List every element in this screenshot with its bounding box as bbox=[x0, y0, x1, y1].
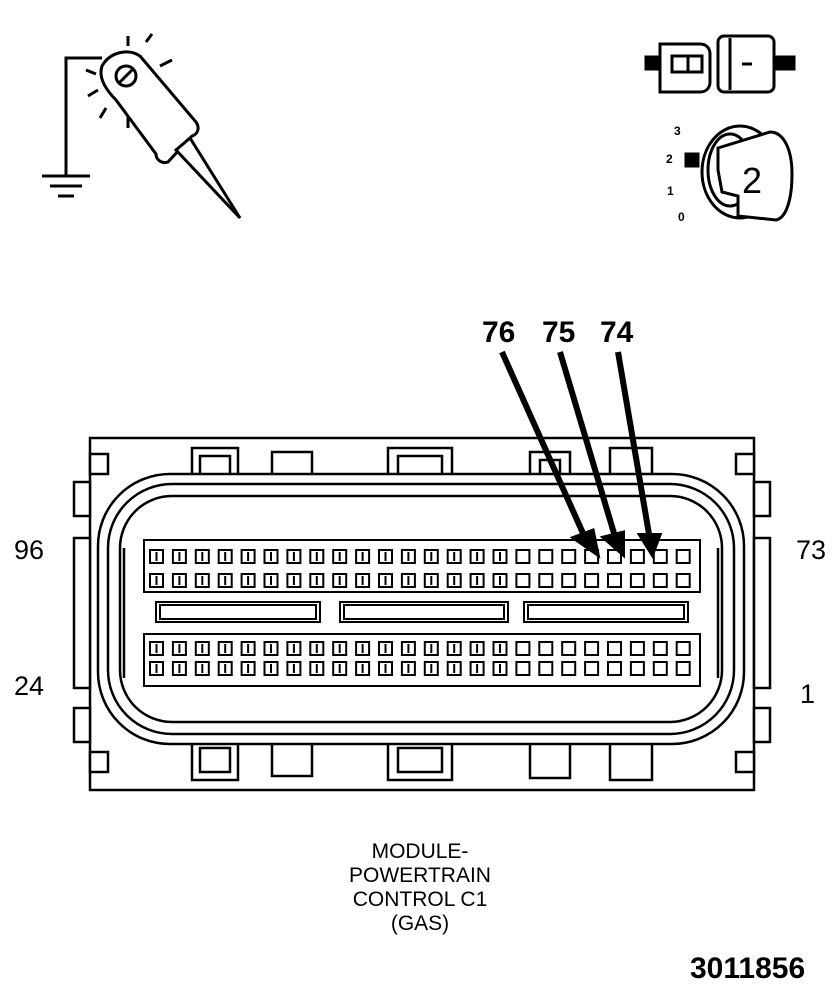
pin-cavity bbox=[561, 549, 577, 564]
pin-cavity bbox=[538, 573, 554, 588]
pin-cavity bbox=[652, 661, 668, 676]
pin-cavity bbox=[561, 573, 577, 588]
pin-label-24: 24 bbox=[14, 671, 45, 701]
ignition-position-3: 3 bbox=[674, 124, 681, 138]
pin-cavity bbox=[607, 661, 622, 676]
pin-cavity bbox=[584, 661, 600, 676]
pin-cavity bbox=[584, 641, 600, 656]
caption-line: CONTROL C1 bbox=[352, 888, 488, 911]
pin-cavity bbox=[652, 573, 668, 588]
callout-74: 74 bbox=[600, 316, 634, 349]
pin-cavity bbox=[629, 573, 645, 588]
pin-cavity bbox=[561, 661, 577, 676]
pin-grid bbox=[149, 549, 691, 676]
pin-cavity bbox=[538, 641, 554, 656]
pin-cavity bbox=[675, 549, 691, 564]
ignition-key-icon bbox=[684, 124, 794, 222]
connector-caption: MODULE- POWERTRAIN CONTROL C1 (GAS) bbox=[300, 840, 540, 936]
test-probe-icon bbox=[85, 33, 242, 220]
ground-icon bbox=[42, 56, 102, 198]
pin-label-1: 1 bbox=[800, 679, 816, 709]
pin-cavity bbox=[652, 549, 668, 564]
pin-cavity bbox=[607, 549, 622, 564]
caption-line: (GAS) bbox=[390, 912, 450, 935]
pin-label-96: 96 bbox=[14, 535, 45, 565]
pin-cavity bbox=[652, 641, 668, 656]
callout-arrows bbox=[499, 350, 663, 559]
pin-cavity bbox=[607, 641, 622, 656]
ignition-position-1: 1 bbox=[667, 184, 674, 198]
pin-cavity bbox=[584, 573, 600, 588]
pin-cavity bbox=[675, 641, 691, 656]
ignition-key-label: 2 bbox=[742, 160, 763, 201]
pin-cavity bbox=[629, 549, 645, 564]
pin-cavity bbox=[538, 549, 554, 564]
ignition-position-0: 0 bbox=[678, 210, 685, 224]
pin-cavity bbox=[515, 641, 531, 656]
disconnect-connector-icon bbox=[644, 34, 796, 94]
pin-cavity bbox=[629, 641, 645, 656]
pin-cavity bbox=[561, 641, 577, 656]
pin-cavity bbox=[629, 661, 645, 676]
callout-75: 75 bbox=[542, 316, 576, 349]
pin-label-73: 73 bbox=[796, 535, 827, 565]
pin-cavity bbox=[538, 661, 554, 676]
callout-76: 76 bbox=[482, 316, 516, 349]
pin-cavity bbox=[515, 573, 531, 588]
caption-line: MODULE- bbox=[371, 840, 469, 863]
pin-cavity bbox=[515, 661, 531, 676]
pin-cavity bbox=[515, 549, 531, 564]
pin-cavity bbox=[675, 661, 691, 676]
ignition-position-2: 2 bbox=[666, 152, 673, 166]
pin-cavity bbox=[675, 573, 691, 588]
figure-number: 3011856 bbox=[690, 952, 806, 985]
caption-line: POWERTRAIN bbox=[349, 864, 491, 887]
pin-cavity bbox=[607, 573, 622, 588]
